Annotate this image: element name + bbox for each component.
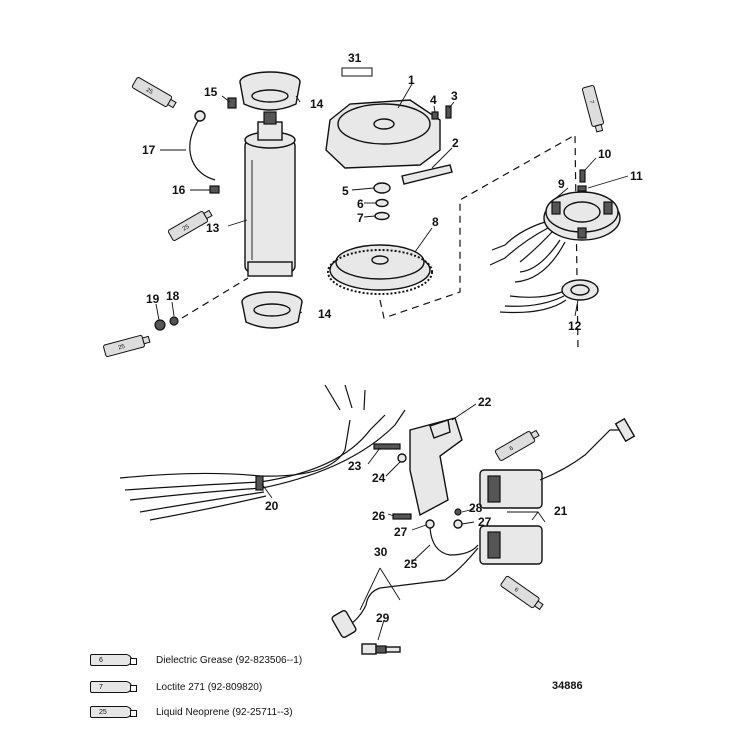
legend-tube-icon: 25 xyxy=(90,706,137,718)
callout-28: 28 xyxy=(469,501,483,515)
callout-labels: 1 2 3 4 5 6 7 8 9 10 11 12 13 14 14 15 1… xyxy=(142,51,643,625)
starter-cap-top xyxy=(239,71,301,111)
legend-tube-icon: 7 xyxy=(90,681,137,693)
callout-17: 17 xyxy=(142,143,156,157)
callout-7: 7 xyxy=(357,211,364,225)
callout-10: 10 xyxy=(598,147,612,161)
screw-10 xyxy=(579,169,586,183)
nut-19 xyxy=(154,319,166,331)
callout-6: 6 xyxy=(357,197,364,211)
screw-3 xyxy=(445,105,452,119)
callout-9: 9 xyxy=(558,177,565,191)
callout-29: 29 xyxy=(376,611,390,625)
starter-motor xyxy=(244,111,296,277)
flywheel xyxy=(327,244,433,295)
bracket-2 xyxy=(401,164,453,185)
washer-11 xyxy=(577,185,587,192)
wiring-harness xyxy=(119,384,406,521)
callout-3: 3 xyxy=(451,89,458,103)
callout-1: 1 xyxy=(408,73,415,87)
flywheel-cover xyxy=(325,99,441,169)
callout-14-top: 14 xyxy=(310,97,324,111)
callout-31: 31 xyxy=(348,51,362,65)
legend-text: Loctite 271 (92-809820) xyxy=(156,681,263,693)
legend-text: Dielectric Grease (92-823506--1) xyxy=(156,654,303,666)
legend-row-loctite: 7 Loctite 271 (92-809820) xyxy=(90,678,262,696)
legend-tube-icon: 6 xyxy=(90,654,137,666)
washer-18 xyxy=(169,316,179,326)
callout-21: 21 xyxy=(554,504,568,518)
tube-liquid-neoprene-3: 25 xyxy=(103,334,151,358)
starter-cap-bottom xyxy=(241,291,303,329)
legend-row-liquid-neoprene: 25 Liquid Neoprene (92-25711--3) xyxy=(90,703,293,721)
legend-text: Liquid Neoprene (92-25711--3) xyxy=(156,706,293,718)
spark-plug xyxy=(361,643,401,655)
svg-text:25: 25 xyxy=(182,224,191,233)
callout-26: 26 xyxy=(372,509,386,523)
callout-12: 12 xyxy=(568,319,582,333)
callout-27-right: 27 xyxy=(478,515,492,529)
callout-16: 16 xyxy=(172,183,186,197)
callout-23: 23 xyxy=(348,459,362,473)
tube-dielectric-grease-1: 6 xyxy=(494,429,540,461)
washer-27b xyxy=(453,519,463,529)
callout-11: 11 xyxy=(630,169,643,183)
starter-cable xyxy=(189,117,216,181)
nut-5 xyxy=(373,182,391,194)
callout-13: 13 xyxy=(206,221,220,235)
item-31-box xyxy=(341,67,373,77)
leader-lines xyxy=(155,83,629,641)
svg-text:6: 6 xyxy=(513,587,520,594)
svg-text:25: 25 xyxy=(118,344,127,352)
callout-4: 4 xyxy=(430,93,437,107)
trigger xyxy=(499,279,599,314)
callout-24: 24 xyxy=(372,471,386,485)
stator xyxy=(543,191,621,241)
callout-18: 18 xyxy=(166,289,180,303)
bolt-23 xyxy=(373,443,401,450)
bolt-26 xyxy=(392,513,412,520)
callout-5: 5 xyxy=(342,184,349,198)
callout-25: 25 xyxy=(404,557,418,571)
svg-text:7: 7 xyxy=(588,100,595,105)
callout-8: 8 xyxy=(432,215,439,229)
bolt-15 xyxy=(227,97,237,109)
nut-28 xyxy=(454,508,462,516)
washer-24 xyxy=(397,453,407,463)
callout-22: 22 xyxy=(478,395,492,409)
legend-row-dielectric-grease: 6 Dielectric Grease (92-823506--1) xyxy=(90,651,302,669)
washer-27a xyxy=(425,519,435,529)
tube-loctite: 7 xyxy=(581,85,605,133)
callout-2: 2 xyxy=(452,136,459,150)
callout-27-left: 27 xyxy=(394,525,408,539)
washer-7 xyxy=(374,211,390,221)
coil-bracket xyxy=(409,417,463,517)
figure-number: 34886 xyxy=(552,680,583,692)
bolt-16 xyxy=(209,185,220,194)
svg-text:25: 25 xyxy=(145,87,154,96)
callout-14-bottom: 14 xyxy=(318,307,332,321)
washer-4 xyxy=(431,111,439,120)
callout-30: 30 xyxy=(374,545,388,559)
ignition-coil-upper xyxy=(479,417,636,509)
callout-19: 19 xyxy=(146,292,160,306)
ignition-coil-lower xyxy=(365,525,543,606)
callout-20: 20 xyxy=(265,499,279,513)
svg-text:6: 6 xyxy=(509,445,515,452)
washer-6 xyxy=(375,198,389,208)
tube-liquid-neoprene-1: 25 xyxy=(131,77,177,109)
callout-15: 15 xyxy=(204,85,218,99)
ground-lead-25 xyxy=(429,527,479,556)
tube-liquid-neoprene-2: 25 xyxy=(167,209,213,241)
tube-dielectric-grease-2: 6 xyxy=(500,575,544,611)
